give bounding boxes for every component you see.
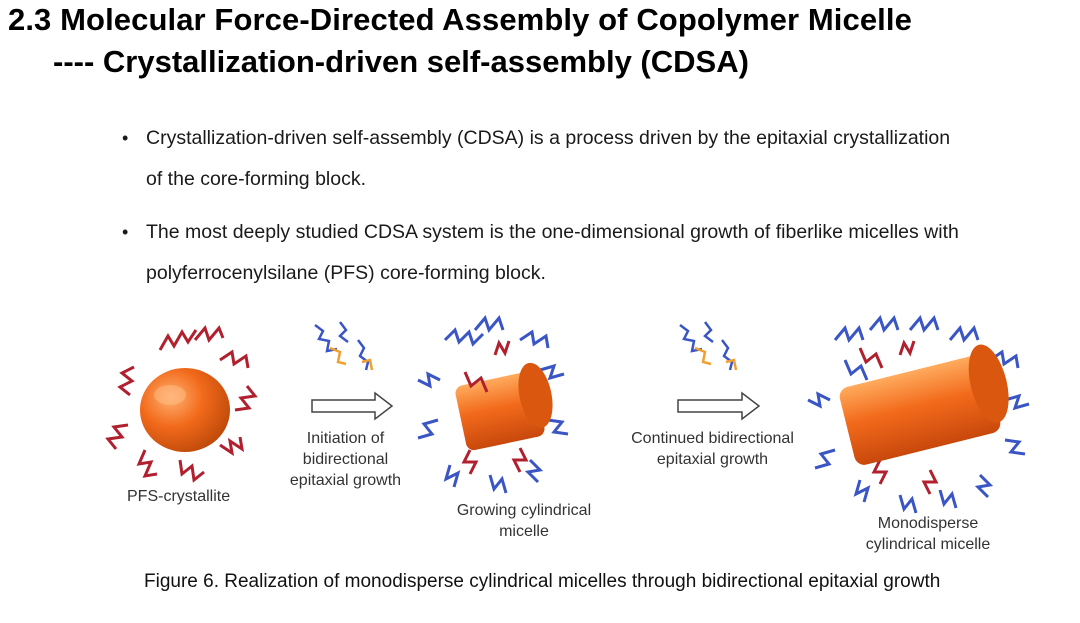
pfs-crystallite-illustration [105,324,258,483]
label-growing-micelle: Growing cylindrical micelle [456,502,592,540]
bullet-text: Crystallization-driven self-assembly (CD… [146,127,951,190]
bullet-item: • Crystallization-driven self-assembly (… [120,118,966,200]
bullet-list: • Crystallization-driven self-assembly (… [120,118,1000,306]
figure: PFS-crystallite Initiation of bidirectio… [100,300,1040,570]
bullet-marker: • [122,222,129,242]
unimer-illustration [314,321,374,371]
bullet-item: • The most deeply studied CDSA system is… [120,212,996,294]
arrow-icon [677,391,761,421]
figure-diagram [105,314,1030,514]
slide-title: 2.3 Molecular Force-Directed Assembly of… [8,2,912,37]
label-initiation: Initiation of bidirectional epitaxial gr… [289,430,402,489]
monodisperse-micelle-illustration [807,314,1030,514]
label-monodisperse-micelle: Monodisperse cylindrical micelle [865,515,991,553]
label-pfs-crystallite: PFS-crystallite [127,488,231,505]
unimer-illustration [679,321,738,371]
bullet-marker: • [122,128,129,148]
label-continued: Continued bidirectional epitaxial growth [631,430,794,468]
slide-subtitle: ---- Crystallization-driven self-assembl… [53,44,749,79]
figure-caption: Figure 6. Realization of monodisperse cy… [144,571,941,592]
bullet-text: The most deeply studied CDSA system is t… [146,221,959,284]
arrow-icon [311,391,394,421]
growing-micelle-illustration [417,314,569,494]
